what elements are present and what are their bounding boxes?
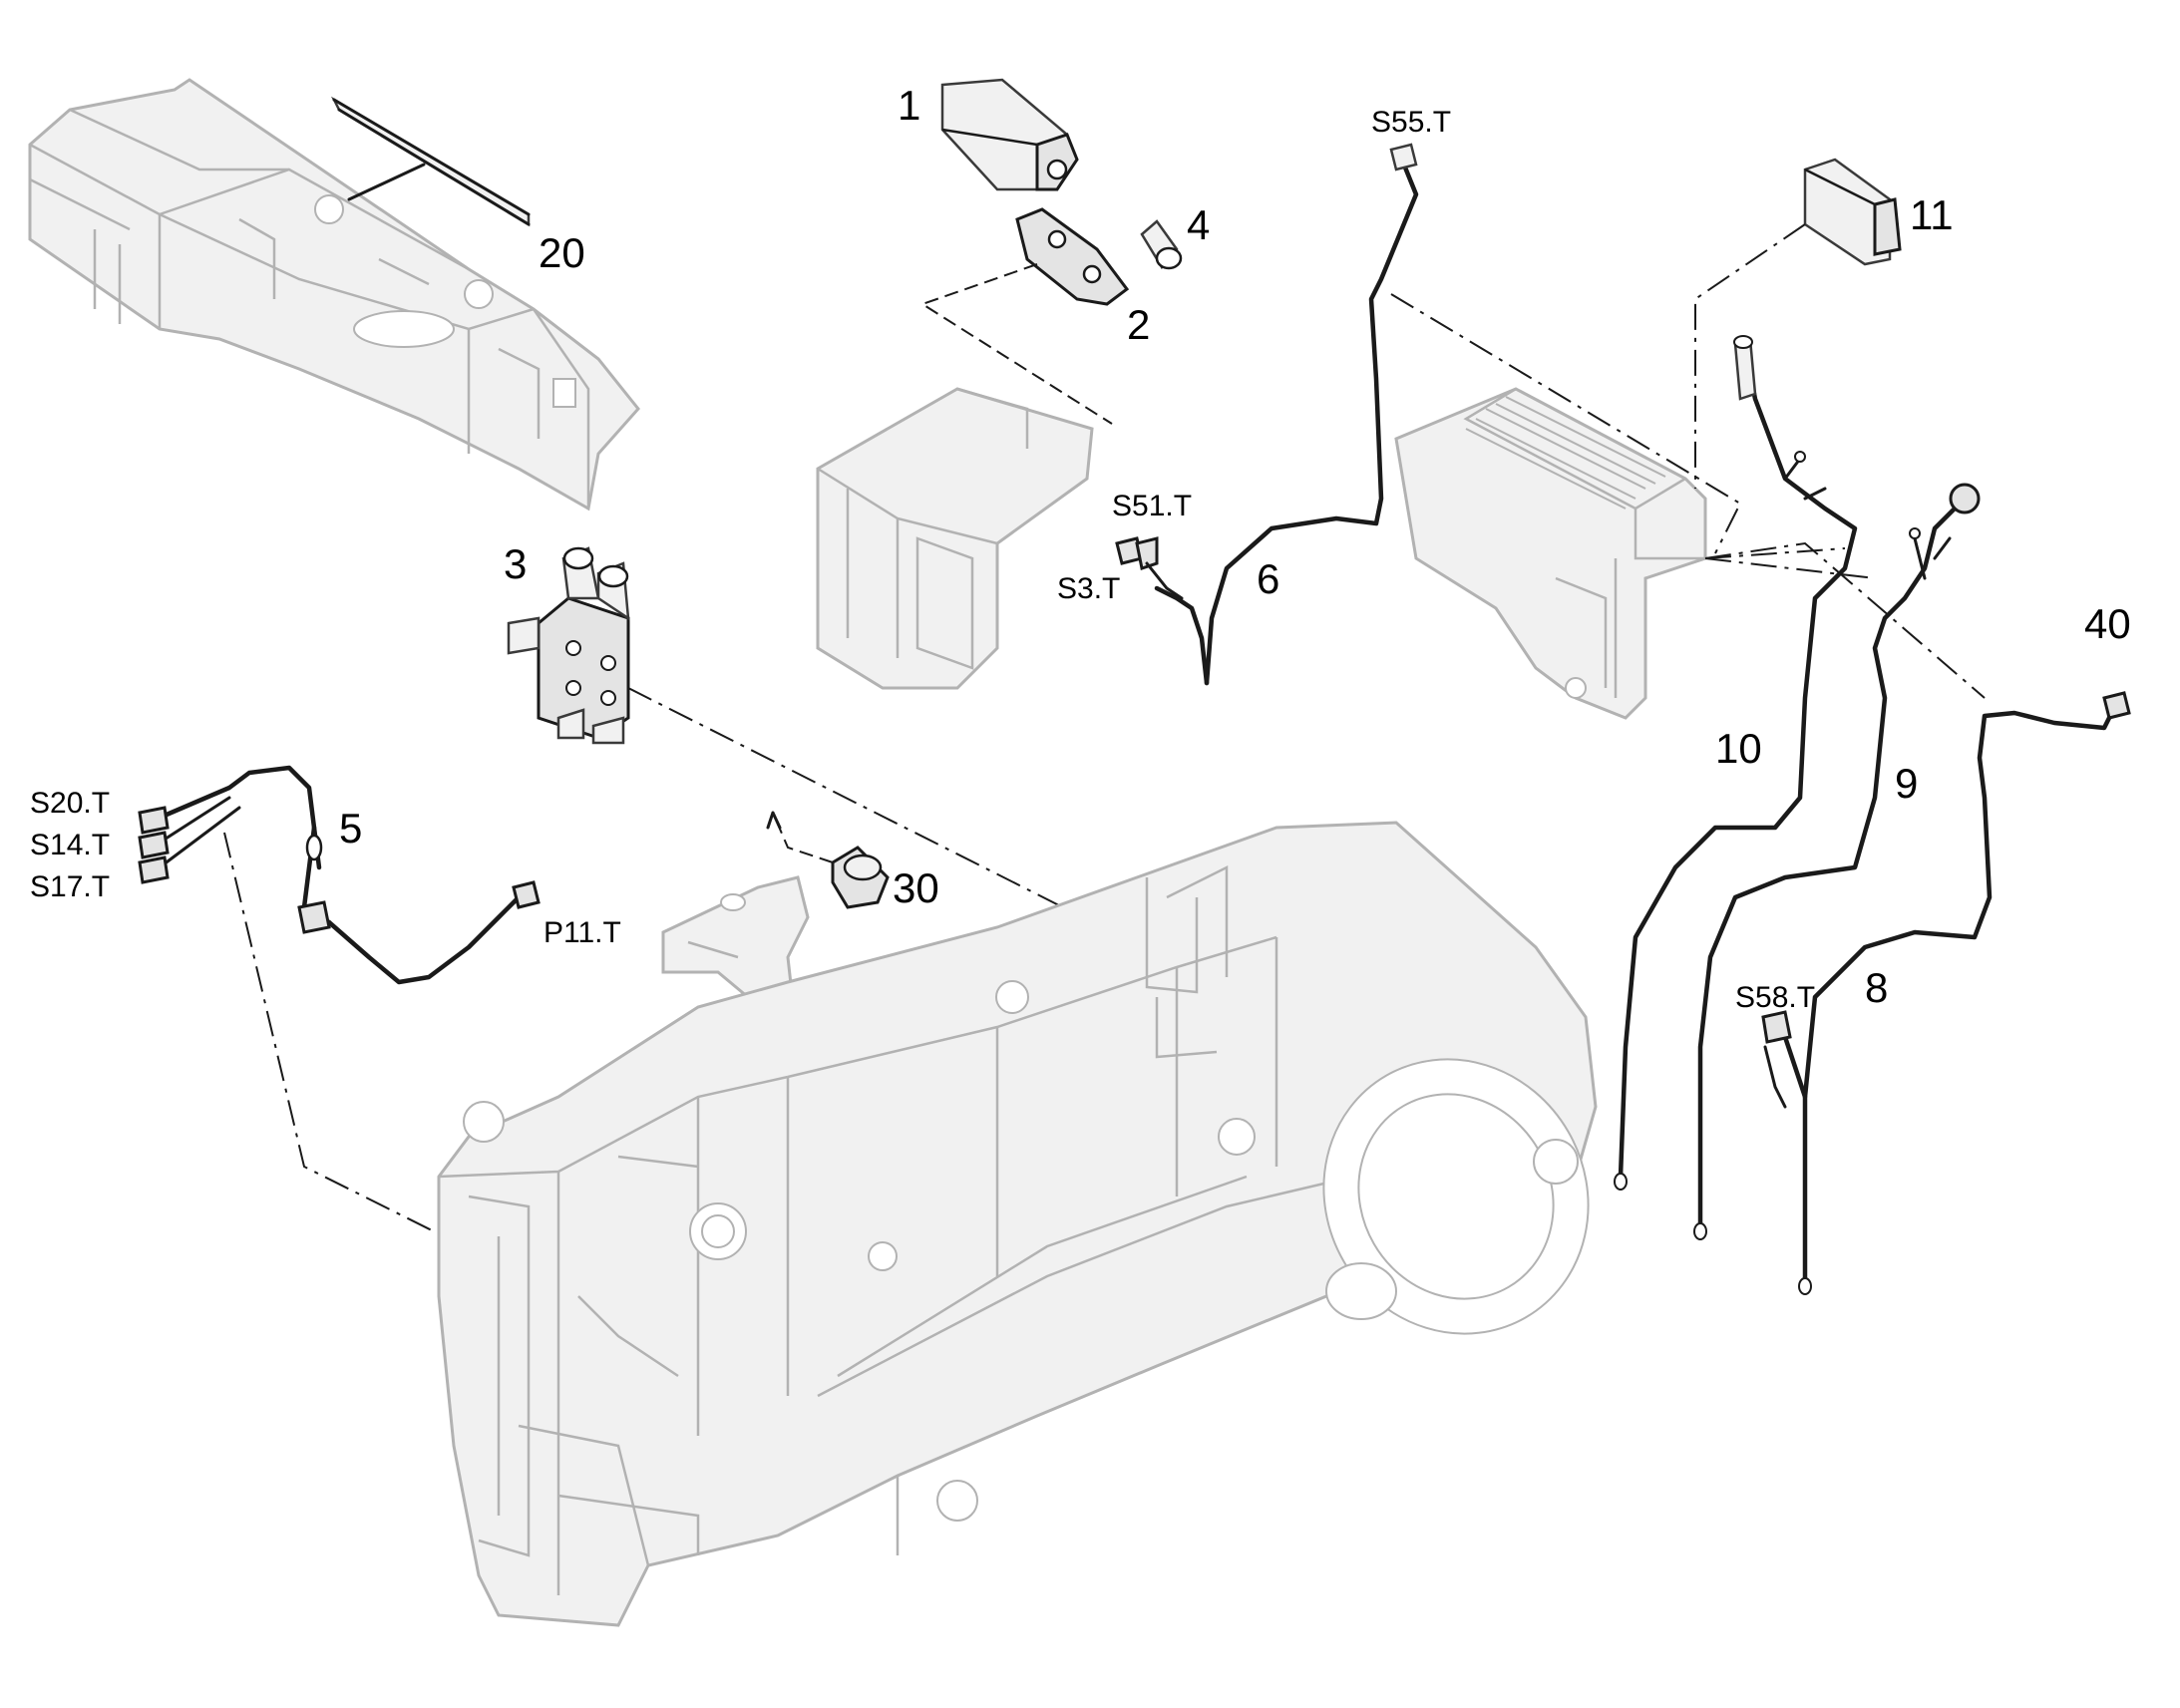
leader-9	[1704, 557, 1876, 579]
upper-middle-housing	[816, 387, 1094, 690]
part-1-cover	[940, 78, 1079, 191]
harness-10	[1614, 335, 1858, 1191]
callout-1: 1	[898, 82, 920, 129]
callout-9: 9	[1895, 760, 1918, 807]
harness-6	[1115, 143, 1419, 686]
callout-40: 40	[2084, 600, 2131, 647]
leader-harness	[1704, 541, 1986, 699]
connector-label-s51: S51.T	[1112, 490, 1192, 522]
part-3-valve-block	[507, 546, 630, 745]
connector-label-s17: S17.T	[30, 870, 110, 903]
harness-5	[138, 765, 541, 985]
callout-10: 10	[1715, 725, 1762, 772]
part-2-bracket	[1015, 207, 1130, 306]
vent-grille	[1465, 396, 1666, 510]
callout-6: 6	[1257, 555, 1279, 602]
callout-11: 11	[1910, 191, 1954, 238]
leader-5	[223, 832, 435, 1232]
part-4-cylinder	[1140, 219, 1183, 270]
upper-right-housing	[1394, 387, 1707, 720]
callout-8: 8	[1865, 964, 1888, 1011]
connector-label-s14: S14.T	[30, 829, 110, 861]
connector-label-p11: P11.T	[544, 916, 621, 949]
connector-label-s20: S20.T	[30, 787, 110, 820]
part-11-module	[1803, 158, 1902, 266]
part-30-sensor	[766, 811, 890, 909]
harness-8	[1761, 691, 2131, 1295]
callout-20: 20	[539, 229, 585, 276]
callout-30: 30	[893, 864, 939, 911]
leader-10	[1704, 547, 1846, 559]
callout-5: 5	[339, 805, 362, 852]
leader-3	[627, 687, 1163, 958]
connector-label-s3: S3.T	[1057, 572, 1120, 605]
harness-9	[1693, 483, 1981, 1240]
callout-4: 4	[1187, 201, 1210, 248]
callout-labels: 1 2 3 4 5 6 8 9 10 11 20 30 40 S55.T S51…	[30, 82, 2131, 1014]
main-chassis	[437, 821, 1598, 1627]
upper-left-housing	[28, 78, 640, 512]
callout-3: 3	[504, 540, 527, 587]
connector-label-s55: S55.T	[1371, 106, 1451, 139]
part-20-strip	[330, 96, 531, 227]
callout-2: 2	[1127, 301, 1150, 348]
connector-label-s58: S58.T	[1735, 981, 1815, 1014]
